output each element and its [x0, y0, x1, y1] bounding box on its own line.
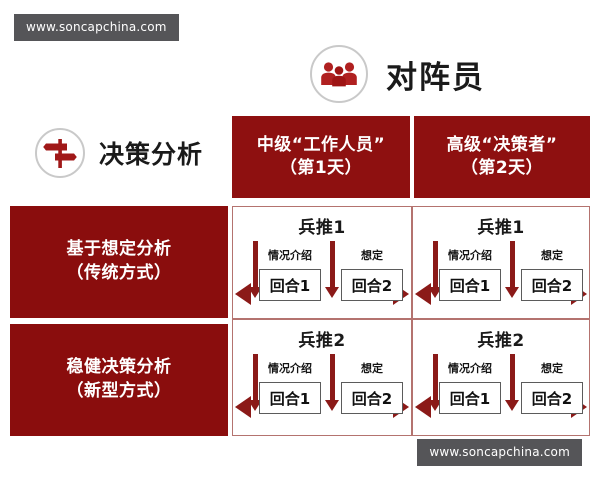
arrow-down-icon-1: [428, 241, 442, 298]
matrix-cell-r2c1: 兵推2 情况介绍 回合1 想定 回合2: [232, 319, 412, 436]
column-header-2-line2: （第2天）: [460, 158, 544, 178]
three-people-icon: [310, 45, 368, 103]
stage-1-box: 回合1: [439, 269, 501, 301]
row-header-2: 稳健决策分析 （新型方式）: [10, 324, 228, 436]
arrow-down-icon-1: [428, 354, 442, 411]
row-header-2-line2: （新型方式）: [66, 381, 172, 401]
stage-2-label: 想定: [361, 249, 383, 262]
cell-diagram-r2c2: 情况介绍 回合1 想定 回合2: [413, 350, 589, 429]
watermark-top-left: www.soncapchina.com: [14, 14, 179, 41]
row-header-2-line1: 稳健决策分析: [66, 357, 172, 378]
row-header-1-line2: （传统方式）: [66, 263, 172, 283]
stage-2-box: 回合2: [521, 382, 583, 414]
cell-diagram-r1c2: 情况介绍 回合1 想定 回合2: [413, 237, 589, 312]
stage-1-box: 回合1: [259, 269, 321, 301]
arrow-down-icon-2: [325, 241, 339, 298]
arrow-left-icon: [415, 396, 431, 418]
arrow-down-icon-2: [325, 354, 339, 411]
cell-diagram-r2c1: 情况介绍 回合1 想定 回合2: [233, 350, 411, 429]
stage-1-label: 情况介绍: [448, 362, 492, 375]
row-header-1: 基于想定分析 （传统方式）: [10, 206, 228, 318]
matrix-cell-r1c1: 兵推1 情况介绍 回合1 想定 回合2: [232, 206, 412, 319]
arrow-down-icon-2: [505, 241, 519, 298]
cell-title-r2c2: 兵推2: [477, 331, 525, 351]
cell-title-r1c2: 兵推1: [477, 218, 525, 238]
arrow-down-icon-1: [248, 354, 262, 411]
column-header-1: 中级“工作人员” （第1天）: [232, 116, 410, 198]
watermark-bottom-right: www.soncapchina.com: [417, 439, 582, 466]
arrow-left-icon: [415, 283, 431, 305]
stage-2-label: 想定: [361, 362, 383, 375]
corner-header: 决策分析: [10, 108, 228, 198]
arrow-left-icon: [235, 283, 251, 305]
column-header-1-line2: （第1天）: [279, 158, 363, 178]
matrix-grid: 决策分析 中级“工作人员” （第1天） 高级“决策者” （第2天） 基于想定分析…: [10, 108, 590, 448]
stage-2-box: 回合2: [521, 269, 583, 301]
arrow-down-icon-2: [505, 354, 519, 411]
column-header-2-line1: 高级“决策者”: [446, 135, 558, 156]
stage-1-label: 情况介绍: [268, 249, 312, 262]
cell-diagram-r1c1: 情况介绍 回合1 想定 回合2: [233, 237, 411, 312]
top-header-title: 对阵员: [386, 59, 485, 96]
arrow-left-icon: [235, 396, 251, 418]
cell-title-r1c1: 兵推1: [298, 218, 346, 238]
stage-1-label: 情况介绍: [448, 249, 492, 262]
column-header-2: 高级“决策者” （第2天）: [414, 116, 590, 198]
matrix-cell-r1c2: 兵推1 情况介绍 回合1 想定 回合2: [412, 206, 590, 319]
stage-1-label: 情况介绍: [268, 362, 312, 375]
arrow-down-icon-1: [248, 241, 262, 298]
stage-2-label: 想定: [541, 249, 563, 262]
stage-1-box: 回合1: [259, 382, 321, 414]
signpost-icon: [34, 128, 85, 178]
stage-2-box: 回合2: [341, 382, 403, 414]
row-header-1-line1: 基于想定分析: [66, 239, 172, 260]
stage-2-box: 回合2: [341, 269, 403, 301]
top-header: 对阵员: [310, 45, 485, 103]
cell-title-r2c1: 兵推2: [298, 331, 346, 351]
stage-1-box: 回合1: [439, 382, 501, 414]
matrix-cell-r2c2: 兵推2 情况介绍 回合1 想定 回合2: [412, 319, 590, 436]
column-header-1-line1: 中级“工作人员”: [256, 135, 386, 156]
stage-2-label: 想定: [541, 362, 563, 375]
corner-header-title: 决策分析: [98, 140, 203, 169]
